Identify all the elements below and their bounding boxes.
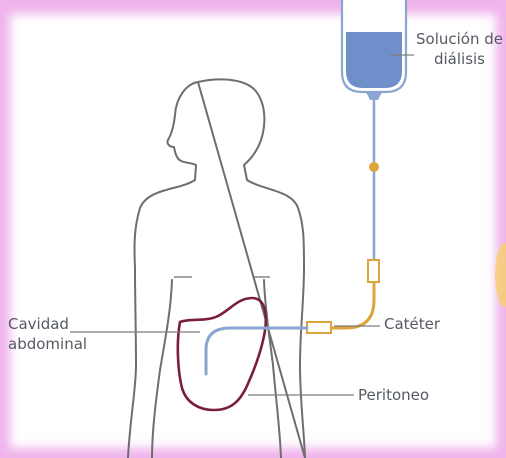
catheter-label: Catéter <box>384 314 440 334</box>
catheter-connector <box>368 260 379 282</box>
peritoneum-label: Peritoneo <box>358 385 429 405</box>
clamp-dot <box>369 162 379 172</box>
body-outline <box>128 79 305 458</box>
dialysis-solution-label-line1: Solución de <box>416 29 503 49</box>
dialysis-solution-label-line2: diálisis <box>416 49 503 69</box>
abdominal-cavity-label-line1: Cavidad <box>8 314 87 334</box>
catheter-in-cavity <box>206 328 307 374</box>
catheter-tube <box>318 262 374 328</box>
dialysis-fluid <box>346 32 402 88</box>
abdominal-cavity-label-line2: abdominal <box>8 334 87 354</box>
peritoneum-outline <box>178 298 266 410</box>
bag-outlet <box>366 92 382 100</box>
dialysis-solution-label: Solución de diálisis <box>416 29 503 69</box>
catheter-cuff <box>307 322 331 333</box>
abdominal-cavity-label: Cavidad abdominal <box>8 314 87 354</box>
